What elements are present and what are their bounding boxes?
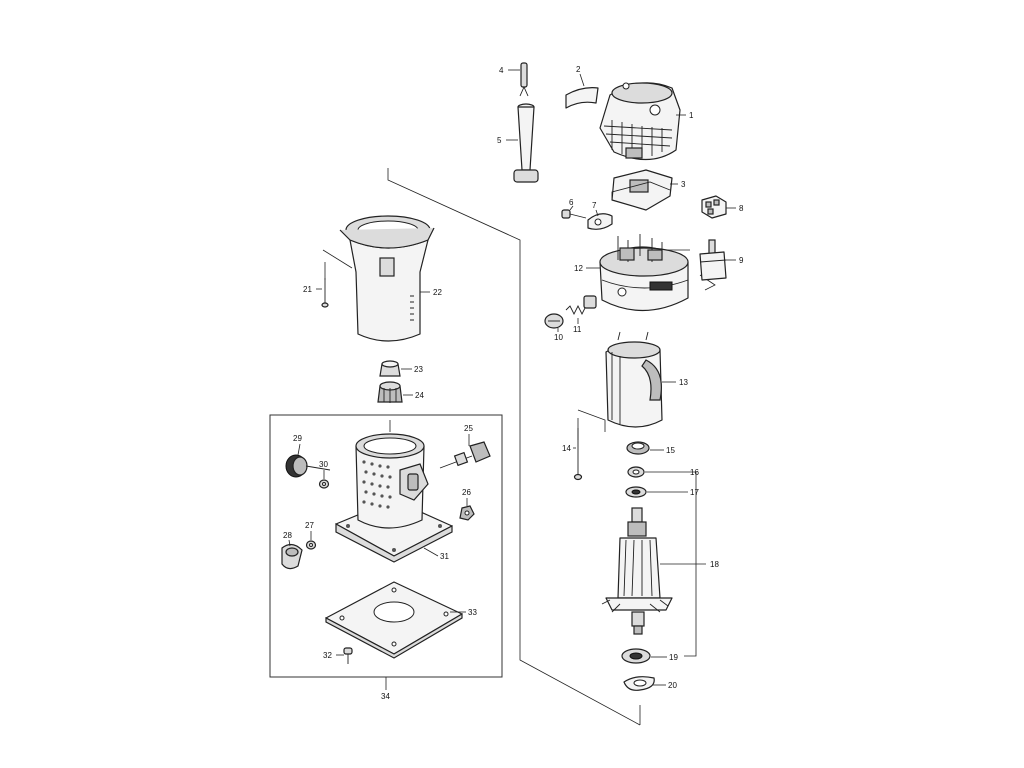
part-27-washer: 27 bbox=[305, 521, 317, 550]
callout-21: 21 bbox=[303, 285, 312, 294]
callout-4: 4 bbox=[499, 66, 504, 75]
part-18-armature: 18 bbox=[601, 507, 719, 635]
callout-11: 11 bbox=[573, 325, 582, 334]
part-28-locking-lever: 28 bbox=[281, 531, 303, 570]
callout-5: 5 bbox=[497, 136, 502, 145]
callout-22: 22 bbox=[433, 288, 442, 297]
part-24-collet-nut: 24 bbox=[377, 381, 424, 403]
part-7-cord-clamp: 7 bbox=[587, 201, 613, 230]
part-17-bearing: 17 bbox=[625, 486, 699, 498]
callout-14: 14 bbox=[562, 444, 571, 453]
callout-15: 15 bbox=[666, 446, 675, 455]
part-1-motor-housing-cover: 1 bbox=[599, 82, 694, 161]
callout-32: 32 bbox=[323, 651, 332, 660]
part-29-clamp-screw-knob: 29 bbox=[285, 434, 331, 478]
part-6-screw: 6 bbox=[561, 198, 587, 219]
callout-28: 28 bbox=[283, 531, 292, 540]
callout-8: 8 bbox=[739, 204, 744, 213]
callout-2: 2 bbox=[576, 65, 581, 74]
part-31-base: 31 bbox=[335, 433, 453, 563]
callout-31: 31 bbox=[440, 552, 449, 561]
part-30-washer: 30 bbox=[318, 460, 330, 489]
part-9-switch: 9 bbox=[699, 239, 744, 281]
part-21-screw: 21 bbox=[303, 278, 329, 308]
base-perforations bbox=[362, 460, 392, 509]
part-32-screw: 32 bbox=[323, 647, 353, 664]
callout-29: 29 bbox=[293, 434, 302, 443]
callout-6: 6 bbox=[569, 198, 574, 207]
part-8-connector: 8 bbox=[701, 195, 744, 219]
part-19-bearing: 19 bbox=[621, 648, 678, 664]
callout-23: 23 bbox=[414, 365, 423, 374]
callout-1: 1 bbox=[689, 111, 694, 120]
callout-16: 16 bbox=[690, 468, 699, 477]
part-2-label: 2 bbox=[565, 65, 599, 109]
callout-26: 26 bbox=[462, 488, 471, 497]
part-33-base-plate: 33 bbox=[325, 581, 477, 659]
part-11-carbon-brush: 11 bbox=[565, 295, 597, 334]
part-5-cord-guard: 5 bbox=[497, 103, 539, 183]
part-13-field-stator: 13 bbox=[605, 331, 688, 428]
part-14-long-screw: 14 bbox=[562, 428, 583, 481]
callout-33: 33 bbox=[468, 608, 477, 617]
part-23-nut: 23 bbox=[379, 360, 423, 377]
callout-17: 17 bbox=[690, 488, 699, 497]
part-12-motor-housing: 12 bbox=[574, 234, 689, 312]
callout-10: 10 bbox=[554, 333, 563, 342]
callout-7: 7 bbox=[592, 201, 597, 210]
part-20-bearing-retainer: 20 bbox=[623, 676, 677, 691]
part-16-washer: 16 bbox=[627, 466, 699, 478]
callout-25: 25 bbox=[464, 424, 473, 433]
callout-27: 27 bbox=[305, 521, 314, 530]
part-10-brush-cap: 10 bbox=[544, 313, 564, 342]
callout-24: 24 bbox=[415, 391, 424, 400]
callout-3: 3 bbox=[681, 180, 686, 189]
callout-20: 20 bbox=[668, 681, 677, 690]
callout-13: 13 bbox=[679, 378, 688, 387]
callout-9: 9 bbox=[739, 256, 744, 265]
part-3-brush-holder-cap: 3 bbox=[611, 169, 686, 211]
callout-34: 34 bbox=[381, 692, 390, 701]
callout-12: 12 bbox=[574, 264, 583, 273]
callout-19: 19 bbox=[669, 653, 678, 662]
part-22-housing-lower: 22 bbox=[339, 215, 442, 342]
part-25-adjusting-screw: 25 bbox=[439, 424, 491, 469]
bracket-16-17-19 bbox=[684, 471, 697, 657]
part-4-cord-wire: 4 bbox=[499, 62, 529, 97]
callout-18: 18 bbox=[710, 560, 719, 569]
part-15-baffle-ring: 15 bbox=[626, 441, 675, 455]
part-26-hex-nut: 26 bbox=[459, 488, 475, 521]
callout-30: 30 bbox=[319, 460, 328, 469]
